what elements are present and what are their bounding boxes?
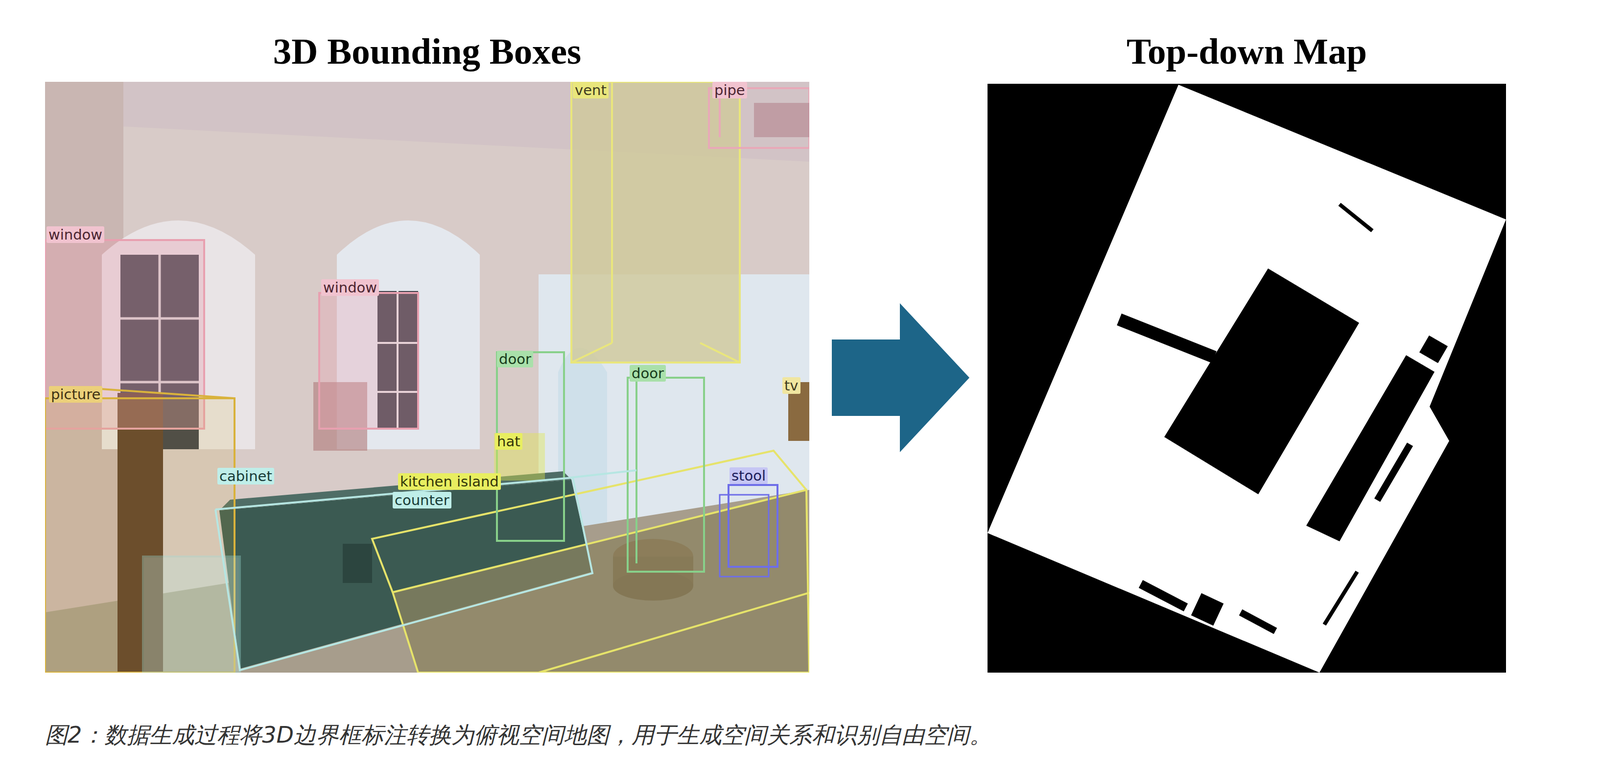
image-panel: 3D Bounding Boxes — [45, 34, 810, 673]
panel-title: Top-down Map — [987, 34, 1506, 69]
object-label: picture — [48, 385, 103, 403]
kitchen-photo — [45, 81, 810, 673]
object-label: window — [321, 279, 379, 296]
figure-caption: 图2：数据生成过程将3D边界框标注转换为俯视空间地图，用于生成空间关系和识别自由… — [45, 719, 1563, 750]
object-label: vent — [572, 81, 609, 99]
panel-title: 3D Bounding Boxes — [45, 34, 810, 69]
object-label: tv — [782, 376, 801, 394]
object-label: door — [629, 364, 666, 382]
object-label: cabinet — [217, 467, 275, 485]
object-label: stool — [729, 467, 768, 484]
top-down-map — [987, 83, 1506, 673]
object-label: pipe — [712, 81, 748, 99]
object-label: hat — [494, 432, 523, 450]
block-arrow — [831, 303, 970, 452]
object-label: kitchen island — [398, 472, 501, 490]
object-label: window — [46, 226, 105, 243]
object-label: door — [496, 350, 534, 368]
object-label: counter — [392, 491, 452, 509]
image-panel: Top-down Map — [987, 34, 1506, 673]
